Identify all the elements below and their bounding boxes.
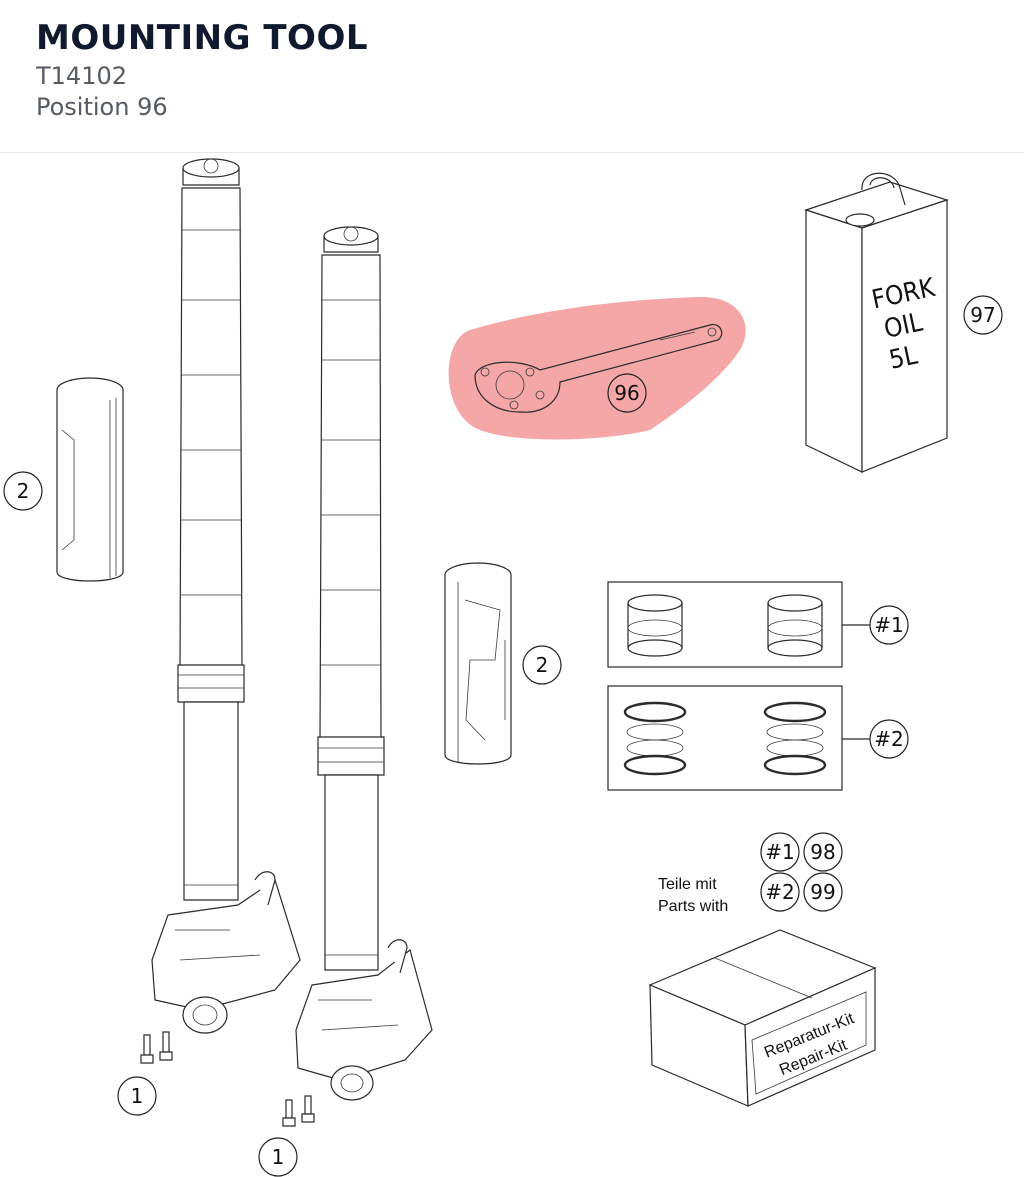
- header: MOUNTING TOOL T14102 Position 96: [0, 0, 1024, 153]
- svg-text:96: 96: [614, 381, 639, 405]
- callout-97: 97: [963, 295, 1003, 335]
- callout-2-center: 2: [522, 645, 562, 685]
- svg-text:97: 97: [970, 303, 995, 327]
- parts-note-line2: Parts with: [658, 898, 728, 915]
- callout-1-left: 1: [117, 1076, 157, 1116]
- repair-kit-box[interactable]: [648, 929, 877, 1107]
- svg-text:5L: 5L: [887, 341, 921, 376]
- svg-text:#1: #1: [874, 613, 903, 637]
- position-label: Position 96: [36, 93, 168, 121]
- svg-text:#2: #2: [874, 727, 903, 751]
- protector-sleeve-left[interactable]: [56, 377, 124, 582]
- parts-note-line1: Teile mit: [658, 876, 717, 893]
- protector-sleeve-center[interactable]: [444, 562, 512, 765]
- svg-text:2: 2: [536, 653, 549, 677]
- callout-99: 99: [803, 872, 843, 912]
- svg-text:2: 2: [17, 479, 30, 503]
- mounting-tool-96[interactable]: [448, 296, 746, 440]
- callout-98: 98: [803, 832, 843, 872]
- svg-text:#1: #1: [765, 840, 794, 864]
- svg-text:98: 98: [810, 840, 835, 864]
- callout-1-right: 1: [258, 1137, 298, 1177]
- callout-2-left: 2: [3, 471, 43, 511]
- callout-kit-2: #2: [869, 719, 909, 759]
- svg-text:99: 99: [810, 880, 835, 904]
- fork-leg-left[interactable]: [140, 158, 301, 1064]
- callout-kit-2-legend: #2: [760, 872, 800, 912]
- fork-oil-can-97[interactable]: [804, 172, 949, 473]
- page-title: MOUNTING TOOL: [36, 18, 369, 58]
- fork-leg-right[interactable]: [282, 226, 433, 1127]
- callout-kit-1-legend: #1: [760, 832, 800, 872]
- kit-1-box[interactable]: [607, 581, 870, 668]
- svg-text:1: 1: [131, 1084, 144, 1108]
- callout-kit-1: #1: [869, 605, 909, 645]
- svg-text:#2: #2: [765, 880, 794, 904]
- part-number: T14102: [36, 62, 128, 90]
- svg-text:1: 1: [272, 1145, 285, 1169]
- callout-96: 96: [607, 373, 647, 413]
- kit-2-box[interactable]: [607, 685, 870, 791]
